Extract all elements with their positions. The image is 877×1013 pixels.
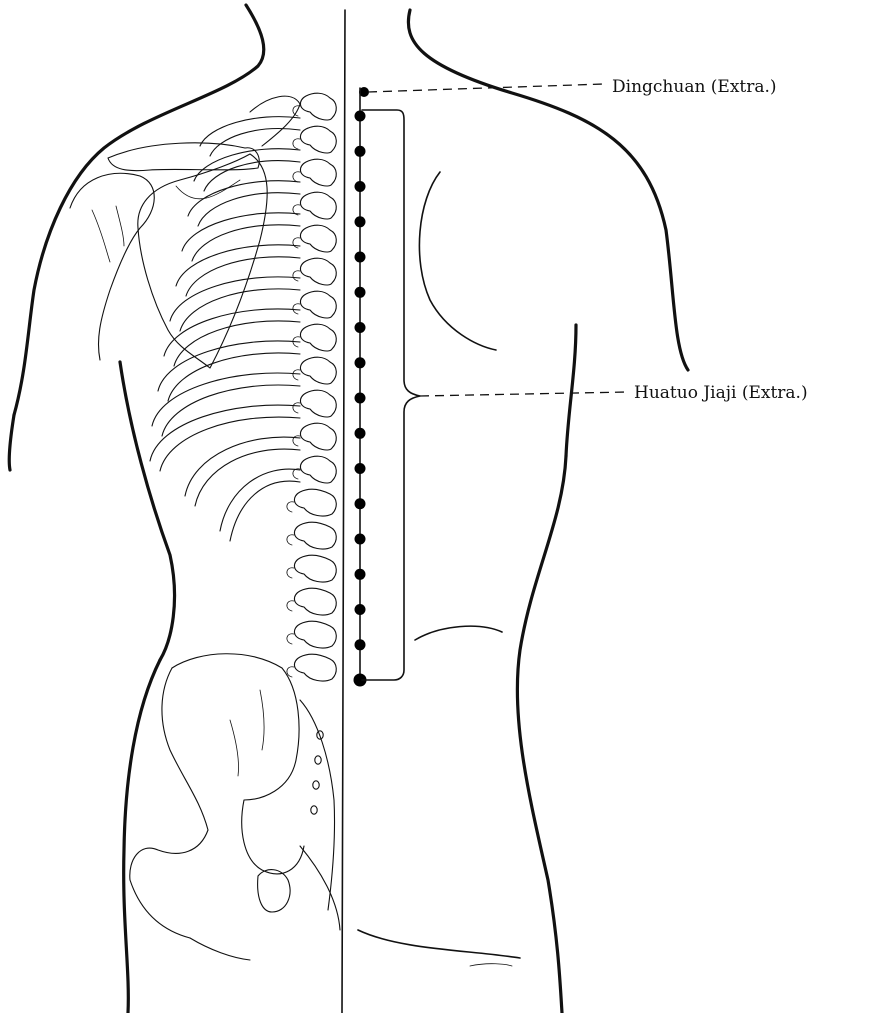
vertebra: [300, 357, 336, 384]
right-flank-outline: [517, 456, 566, 1013]
humerus: [70, 173, 154, 360]
buttock-crease: [358, 930, 520, 958]
humerus-detail: [92, 206, 124, 262]
rib-upper-edge: [188, 181, 300, 216]
transverse-process: [287, 634, 294, 644]
huatuo-jiaji-point: [355, 428, 366, 439]
vertebra: [300, 93, 336, 120]
huatuo-jiaji-point: [355, 639, 366, 650]
huatuo-jiaji-label: Huatuo Jiaji (Extra.): [634, 383, 808, 403]
rib-lower-edge: [160, 417, 300, 471]
transverse-process: [287, 601, 294, 611]
huatuo-jiaji-point: [355, 463, 366, 474]
transverse-process: [287, 502, 294, 512]
huatuo-jiaji-point: [355, 287, 366, 298]
transverse-process: [293, 370, 300, 380]
rib-upper-edge: [152, 373, 300, 426]
midline: [342, 10, 345, 1013]
huatuo-jiaji-point: [355, 322, 366, 333]
transverse-process: [287, 535, 294, 545]
rib-upper-edge: [194, 149, 300, 181]
skeleton: [70, 93, 340, 960]
ribs: [150, 117, 300, 541]
left-flank-outline: [120, 362, 175, 660]
transverse-process: [293, 238, 300, 248]
left-arm-outline: [9, 415, 14, 470]
buttock-crease-detail: [470, 964, 512, 966]
vertebra: [294, 489, 336, 516]
rib-lower-edge: [210, 129, 300, 156]
vertebra: [300, 456, 336, 483]
obturator-foramen: [258, 870, 290, 912]
transverse-process: [293, 271, 300, 281]
rib-lower-edge: [204, 161, 300, 191]
huatuo-jiaji-point: [355, 498, 366, 509]
transverse-process: [293, 139, 300, 149]
acromion: [250, 96, 300, 146]
vertebra: [300, 225, 336, 252]
huatuo-jiaji-point: [355, 252, 366, 263]
vertebra: [294, 555, 336, 582]
pubic-ramus: [190, 846, 340, 960]
transverse-process: [287, 568, 294, 578]
rib-lower-edge: [192, 225, 300, 261]
huatuo-jiaji-point: [355, 569, 366, 580]
vertebra: [294, 522, 336, 549]
vertebra: [300, 258, 336, 285]
huatuo-jiaji-point: [355, 604, 366, 615]
sacral-foramen: [311, 806, 317, 814]
lower-back-contour: [415, 626, 502, 640]
huatuo-jiaji-point: [355, 534, 366, 545]
huatuo-jiaji-point: [355, 357, 366, 368]
labels: Dingchuan (Extra.) Huatuo Jiaji (Extra.): [368, 77, 808, 403]
sacral-foramen: [315, 756, 321, 764]
vertebra: [300, 423, 336, 450]
sacral-foramen: [313, 781, 319, 789]
right-scapula-contour: [419, 172, 496, 350]
huatuo-jiaji-point: [355, 393, 366, 404]
rib-lower-edge: [195, 449, 300, 506]
ilium-detail: [230, 690, 264, 776]
vertebra: [300, 324, 336, 351]
rib-upper-edge: [158, 341, 300, 391]
rib-upper-edge: [150, 405, 300, 461]
transverse-process: [293, 304, 300, 314]
right-shoulder-outline: [408, 10, 688, 370]
right-arm-outline: [566, 325, 576, 456]
vertebra: [300, 126, 336, 153]
rib-lower-edge: [174, 321, 300, 366]
sacral-foramina: [311, 731, 323, 814]
vertebra: [294, 654, 336, 681]
rib-upper-edge: [220, 469, 300, 531]
huatuo-jiaji-point: [355, 111, 366, 122]
vertebra: [300, 159, 336, 186]
huatuo-jiaji-point: [355, 216, 366, 227]
huatuo-jiaji-point: [355, 181, 366, 192]
rib-lower-edge: [198, 193, 300, 226]
scapula: [138, 154, 267, 368]
left-hip-outline: [124, 660, 160, 1013]
vertebra: [300, 390, 336, 417]
vertebra: [300, 192, 336, 219]
sacrum-outline: [300, 700, 335, 910]
huatuo-jiaji-bracket: [362, 110, 420, 680]
ilium: [172, 654, 304, 874]
huatuo-jiaji-leader-line: [420, 392, 628, 396]
vertebra: [294, 621, 336, 648]
left-neck-shoulder-outline: [14, 5, 264, 415]
dingchuan-label: Dingchuan (Extra.): [612, 77, 777, 97]
vertebra: [300, 291, 336, 318]
transverse-process: [287, 667, 294, 677]
transverse-process: [293, 403, 300, 413]
vertebra: [294, 588, 336, 615]
acupoints: [354, 87, 421, 687]
transverse-process: [293, 172, 300, 182]
huatuo-jiaji-point: [355, 146, 366, 157]
